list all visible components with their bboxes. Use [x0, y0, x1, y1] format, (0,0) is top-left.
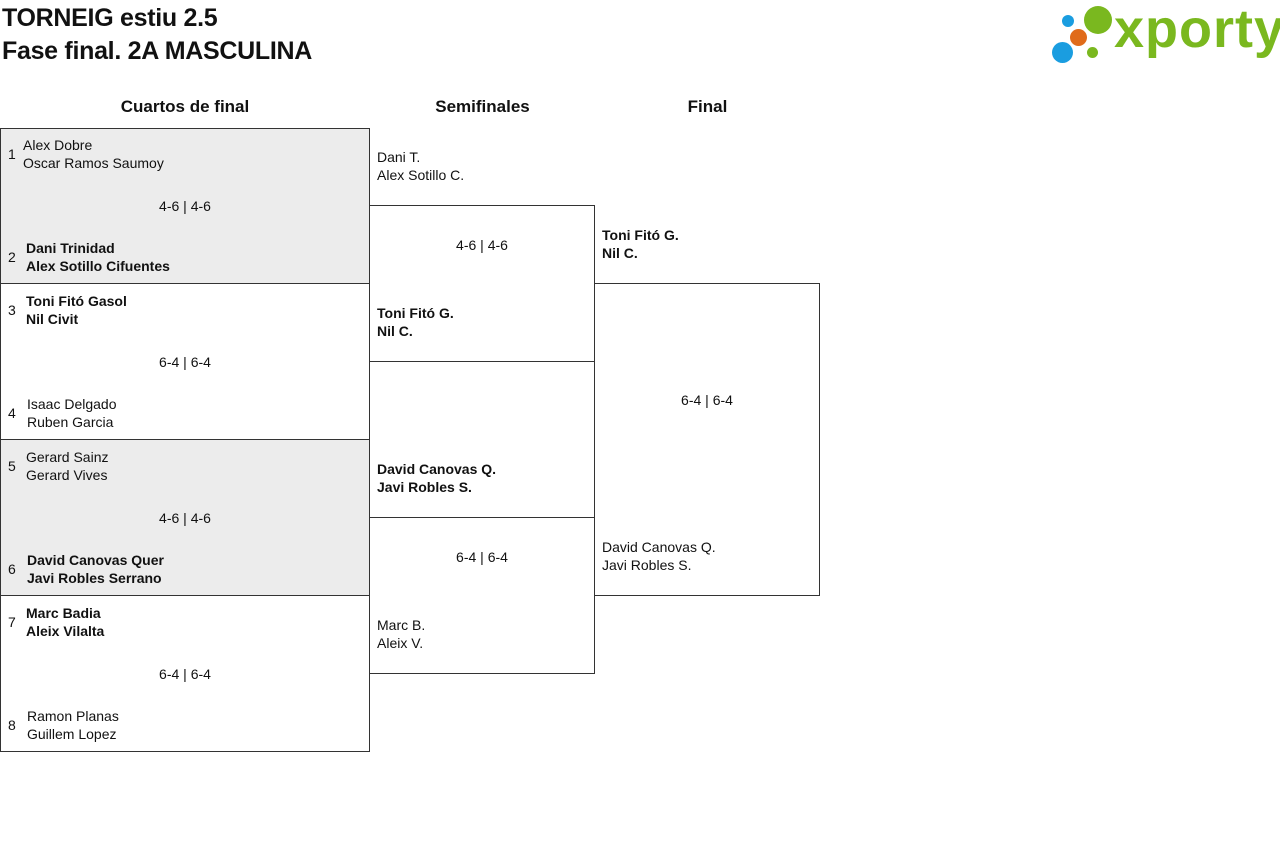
- match-score: 4-6 | 4-6: [159, 198, 211, 214]
- player-name: Dani Trinidad: [26, 240, 115, 256]
- semifinal-match-2: 6-4 | 6-4 Marc B. Aleix V.: [369, 517, 595, 674]
- logo-dot-green-small: [1087, 47, 1098, 58]
- match-score: 6-4 | 6-4: [159, 666, 211, 682]
- tournament-subtitle: Fase final. 2A MASCULINA: [2, 37, 312, 65]
- player-name: Javi Robles S.: [377, 479, 472, 495]
- team-entry-winner: Toni Fitó Gasol Nil Civit: [26, 292, 127, 328]
- player-name: Toni Fitó G.: [377, 305, 454, 321]
- team-entry: Alex Dobre Oscar Ramos Saumoy: [23, 136, 164, 172]
- player-name: David Canovas Q.: [377, 461, 497, 477]
- player-name: Toni Fitó Gasol: [26, 293, 127, 309]
- seed-number: 8: [8, 717, 16, 733]
- xporty-logo: xporty: [1050, 0, 1280, 66]
- player-name: Nil C.: [602, 245, 638, 261]
- match-score: 4-6 | 4-6: [159, 510, 211, 526]
- player-name: Javi Robles Serrano: [27, 570, 162, 586]
- logo-dot-blue-small: [1062, 15, 1074, 27]
- final-team-top: Toni Fitó G. Nil C.: [602, 226, 679, 262]
- team-entry: Isaac Delgado Ruben Garcia: [27, 395, 117, 431]
- match-score: 4-6 | 4-6: [456, 237, 508, 253]
- tournament-title: TORNEIG estiu 2.5: [2, 4, 218, 32]
- player-name: David Canovas Q.: [602, 539, 716, 555]
- seed-number: 6: [8, 561, 16, 577]
- player-name: Isaac Delgado: [27, 396, 117, 412]
- player-name: Aleix Vilalta: [26, 623, 105, 639]
- player-name: David Canovas Quer: [27, 552, 164, 568]
- match-score: 6-4 | 6-4: [159, 354, 211, 370]
- semifinal-1-team-top: Dani T. Alex Sotillo C.: [377, 148, 464, 184]
- quarterfinal-match-1: 1 Alex Dobre Oscar Ramos Saumoy 4-6 | 4-…: [0, 128, 370, 284]
- player-name: Gerard Vives: [26, 467, 108, 483]
- seed-number: 1: [8, 146, 16, 162]
- seed-number: 5: [8, 458, 16, 474]
- quarterfinal-match-2: 3 Toni Fitó Gasol Nil Civit 6-4 | 6-4 4 …: [0, 283, 370, 440]
- team-entry-winner: Marc Badia Aleix Vilalta: [26, 604, 104, 640]
- player-name: Dani T.: [377, 149, 421, 165]
- player-name: Alex Sotillo Cifuentes: [26, 258, 170, 274]
- match-score: 6-4 | 6-4: [681, 392, 733, 408]
- round-header-quarterfinals: Cuartos de final: [120, 97, 250, 116]
- logo-dot-blue: [1052, 42, 1073, 63]
- player-name: Javi Robles S.: [602, 557, 692, 573]
- player-name: Nil C.: [377, 323, 413, 339]
- semifinal-2-team-top: David Canovas Q. Javi Robles S.: [377, 460, 496, 496]
- player-name: Guillem Lopez: [27, 726, 117, 742]
- seed-number: 3: [8, 302, 16, 318]
- player-name: Alex Dobre: [23, 137, 93, 153]
- player-name: Nil Civit: [26, 311, 79, 327]
- player-name: Ruben Garcia: [27, 414, 114, 430]
- player-name: Marc Badia: [26, 605, 101, 621]
- round-header-final: Final: [687, 97, 728, 116]
- logo-dot-green: [1084, 6, 1112, 34]
- player-name: Gerard Sainz: [26, 449, 109, 465]
- logo-wordmark: xporty: [1114, 0, 1280, 59]
- seed-number: 7: [8, 614, 16, 630]
- player-name: Oscar Ramos Saumoy: [23, 155, 164, 171]
- semifinal-1-team-bottom: Toni Fitó G. Nil C.: [377, 304, 454, 340]
- semifinal-2-team-bottom: Marc B. Aleix V.: [377, 616, 425, 652]
- team-entry-winner: David Canovas Quer Javi Robles Serrano: [27, 551, 164, 587]
- seed-number: 4: [8, 405, 16, 421]
- team-entry: Ramon Planas Guillem Lopez: [27, 707, 119, 743]
- final-team-bottom: David Canovas Q. Javi Robles S.: [602, 538, 716, 574]
- player-name: Marc B.: [377, 617, 426, 633]
- player-name: Toni Fitó G.: [602, 227, 679, 243]
- seed-number: 2: [8, 249, 16, 265]
- match-score: 6-4 | 6-4: [456, 549, 508, 565]
- quarterfinal-match-4: 7 Marc Badia Aleix Vilalta 6-4 | 6-4 8 R…: [0, 595, 370, 752]
- player-name: Ramon Planas: [27, 708, 119, 724]
- team-entry-winner: Dani Trinidad Alex Sotillo Cifuentes: [26, 239, 170, 275]
- quarterfinal-match-3: 5 Gerard Sainz Gerard Vives 4-6 | 4-6 6 …: [0, 439, 370, 596]
- semifinal-match-1: 4-6 | 4-6 Toni Fitó G. Nil C.: [369, 205, 595, 362]
- team-entry: Gerard Sainz Gerard Vives: [26, 448, 108, 484]
- player-name: Aleix V.: [377, 635, 424, 651]
- logo-dot-orange: [1070, 29, 1087, 46]
- round-header-semifinals: Semifinales: [435, 97, 530, 116]
- player-name: Alex Sotillo C.: [377, 167, 465, 183]
- final-match: 6-4 | 6-4 David Canovas Q. Javi Robles S…: [594, 283, 820, 596]
